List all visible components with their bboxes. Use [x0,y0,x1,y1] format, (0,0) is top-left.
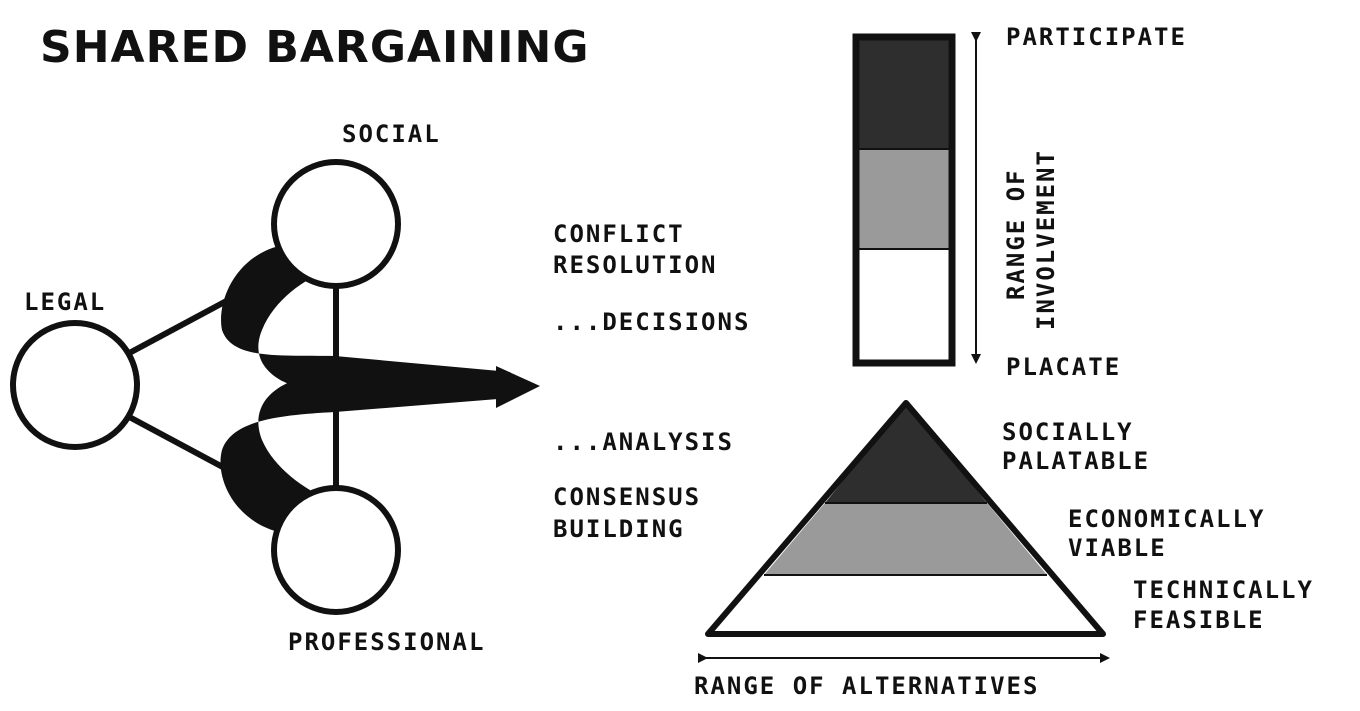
involvement-column [852,33,956,367]
social-label: SOCIAL [342,120,441,148]
legal-to-professional-connector [118,409,234,475]
participate-label: PARTICIPATE [1006,23,1187,51]
diagram-title: SHARED BARGAINING [40,22,590,73]
pyramid-tier-socially-palatable [825,403,987,503]
range-of-alternatives-label: RANGE OF ALTERNATIVES [694,672,1039,700]
alternatives-pyramid [705,400,1106,637]
placate-label: PLACATE [1006,353,1121,381]
conflict-resolution-line1: CONFLICT [553,220,685,248]
legal-to-social-connector [118,295,234,361]
feasible-label: FEASIBLE [1133,606,1265,634]
professional-node [271,485,401,615]
involvement-level-medium [856,149,952,249]
social-node [271,159,401,289]
pyramid-tier-economically-viable [764,503,1047,575]
socially-label: SOCIALLY [1002,418,1134,446]
palatable-label: PALATABLE [1002,447,1150,475]
upper-converging-sweep [221,244,516,394]
decisions-label: ...DECISIONS [553,308,750,336]
analysis-label: ...ANALYSIS [553,428,734,456]
pyramid-outline [705,400,1106,637]
involvement-level-low [856,249,952,363]
legal-label: LEGAL [24,288,106,316]
convergence-arrowhead [496,366,540,408]
conflict-resolution-line2: RESOLUTION [553,251,718,279]
technically-label: TECHNICALLY [1133,576,1314,604]
involvement-level-high [856,37,952,149]
professional-label: PROFESSIONAL [288,628,485,656]
economically-label: ECONOMICALLY [1068,505,1265,533]
lower-converging-sweep [220,372,516,534]
viable-label: VIABLE [1068,534,1167,562]
consensus-building-line2: BUILDING [553,515,685,543]
involvement-column-frame [852,33,956,367]
legal-node [10,320,140,450]
consensus-building-line1: CONSENSUS [553,483,701,511]
range-of-involvement-line1: RANGE OF [1002,168,1030,300]
range-of-involvement-line2: INVOLVEMENT [1032,149,1060,330]
pyramid-tier-technically-feasible [708,575,1103,634]
